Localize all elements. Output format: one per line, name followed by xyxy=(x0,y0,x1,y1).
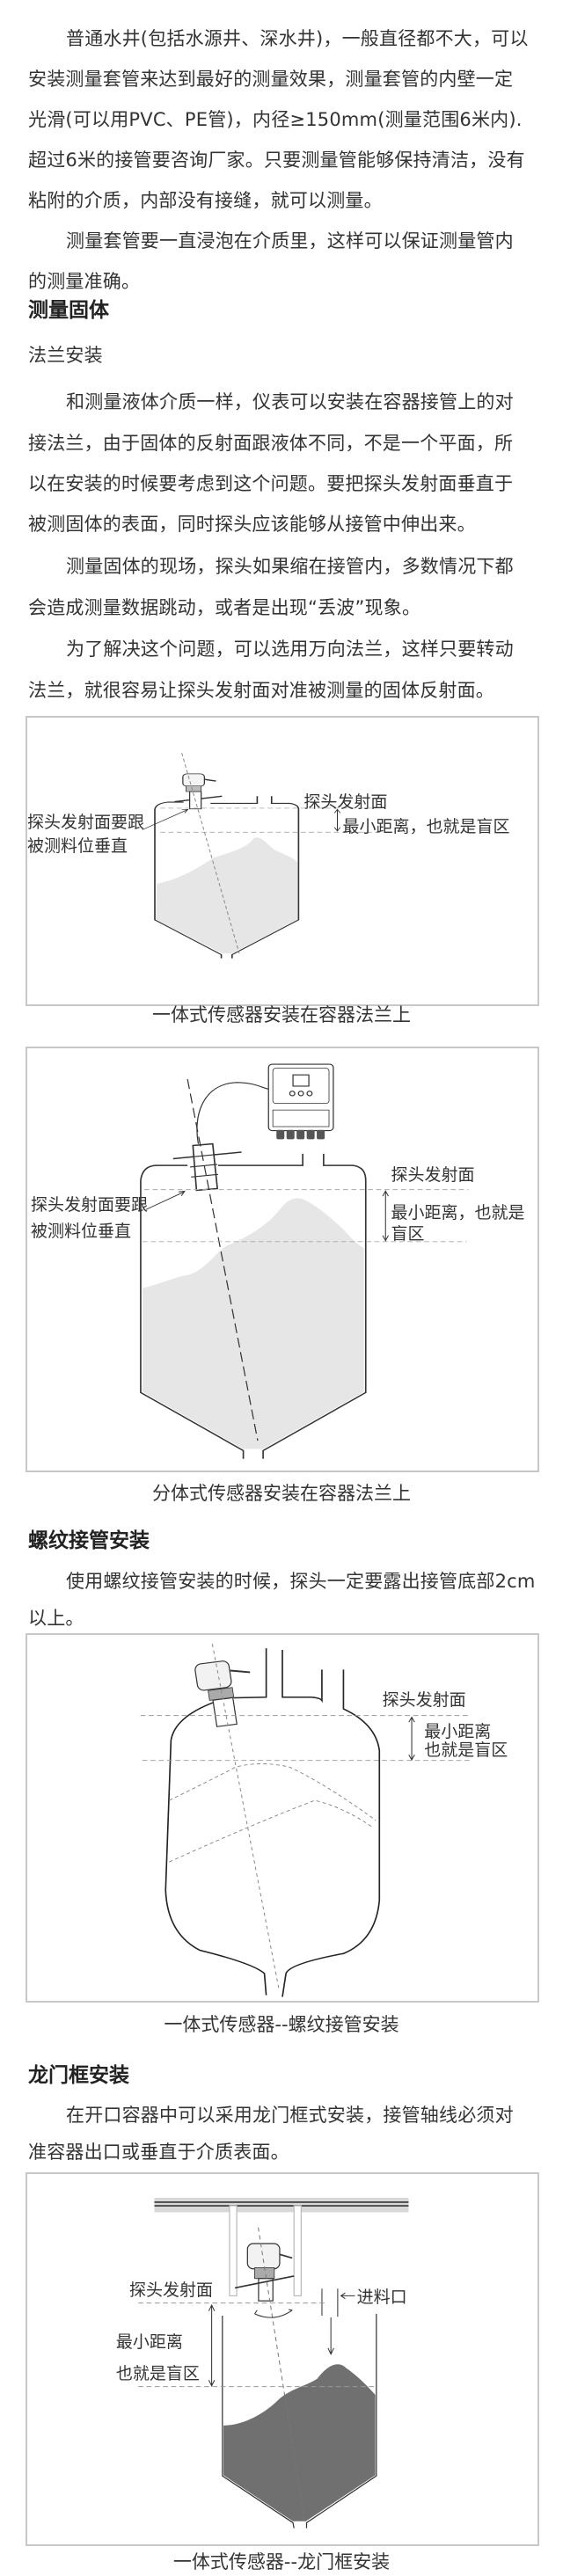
body-line: 在开口容器中可以采用龙门框式安装，接管轴线必须对 xyxy=(66,2105,514,2126)
section-heading-thread: 螺纹接管安装 xyxy=(28,1529,150,1552)
body-line: 以在安装的时候要考虑到这个问题。要把探头发射面垂直于 xyxy=(28,473,514,494)
label-probe-surface: 探头发射面 xyxy=(382,1690,466,1711)
body-line: 接法兰，由于固体的反射面跟液体不同，不是一个平面，所 xyxy=(28,433,514,454)
label-blind-zone: 最小距离 xyxy=(424,1721,492,1741)
body-line: 以上。 xyxy=(28,1608,84,1629)
intro-line: 测量套管要一直浸泡在介质里，这样可以保证测量管内 xyxy=(66,230,514,252)
body-line: 法兰，就很容易让探头发射面对准被测量的固体反射面。 xyxy=(28,680,494,701)
label-blind-zone: 最小距离，也就是盲区 xyxy=(342,817,510,837)
figure-integrated-flange: 探头发射面 最小距离，也就是盲区 探头发射面要跟 被测料位垂直 xyxy=(26,716,539,1006)
intro-line: 光滑(可以用PVC、PE管)，内径≥150mm(测量范围6米内). xyxy=(28,109,523,130)
tank-diagram xyxy=(140,1644,472,1997)
body-line: 被测固体的表面，同时探头应该能够从接管中伸出来。 xyxy=(28,514,476,535)
label-perpendicular: 被测料位垂直 xyxy=(31,1221,132,1241)
body-line: 为了解决这个问题，可以选用万向法兰，这样只要转动 xyxy=(66,639,514,660)
label-inlet: 进料口 xyxy=(356,2288,407,2308)
label-perpendicular: 探头发射面要跟 xyxy=(27,812,145,832)
intro-line: 粘附的介质，内部没有接缝，就可以测量。 xyxy=(28,190,383,211)
body-line: 使用螺纹接管安装的时候，探头一定要露出接管底部2cm xyxy=(66,1571,536,1592)
section-heading-solid: 测量固体 xyxy=(28,299,109,322)
figure-gantry: 探头发射面 进料口 最小距离 也就是盲区 xyxy=(26,2172,539,2546)
subheading-flange: 法兰安装 xyxy=(28,345,103,366)
label-probe-surface: 探头发射面 xyxy=(303,792,388,812)
figure-split-flange: 探头发射面 最小距离，也就是 盲区 探头发射面要跟 被测料位垂直 xyxy=(26,1047,539,1472)
figure-caption: 一体式传感器--龙门框安装 xyxy=(172,2551,391,2572)
tank-diagram xyxy=(138,2198,409,2529)
body-line: 会造成测量数据跳动，或者是出现“丢波”现象。 xyxy=(28,597,421,618)
figure-caption: 一体式传感器安装在容器法兰上 xyxy=(152,1004,411,1025)
figure-thread: 探头发射面 最小距离 也就是盲区 xyxy=(26,1633,539,2003)
tank-diagram xyxy=(142,753,384,959)
label-blind-zone: 盲区 xyxy=(391,1224,425,1244)
section-heading-gantry: 龙门框安装 xyxy=(28,2064,129,2087)
label-blind-zone: 最小距离，也就是 xyxy=(391,1203,525,1223)
intro-line: 超过6米的接管要咨询厂家。只要测量管能够保持清洁，没有 xyxy=(28,150,525,171)
figure-caption: 分体式传感器安装在容器法兰上 xyxy=(152,1483,411,1504)
intro-line: 的测量准确。 xyxy=(28,271,141,292)
body-line: 和测量液体介质一样，仪表可以安装在容器接管上的对 xyxy=(66,391,514,412)
label-blind-zone: 也就是盲区 xyxy=(115,2363,200,2383)
label-probe-surface: 探头发射面 xyxy=(129,2280,214,2300)
body-line: 准容器出口或垂直于介质表面。 xyxy=(28,2142,289,2163)
intro-line: 普通水井(包括水源井、深水井)，一般直径都不大，可以 xyxy=(66,28,529,49)
label-perpendicular: 探头发射面要跟 xyxy=(31,1194,149,1215)
tank-diagram xyxy=(140,1063,469,1459)
label-perpendicular: 被测料位垂直 xyxy=(27,836,128,857)
body-line: 测量固体的现场，探头如果缩在接管内，多数情况下都 xyxy=(66,556,514,577)
intro-line: 安装测量套管来达到最好的测量效果，测量套管的内壁一定 xyxy=(28,69,514,90)
label-blind-zone: 也就是盲区 xyxy=(424,1740,508,1760)
figure-caption: 一体式传感器--螺纹接管安装 xyxy=(164,2014,399,2035)
label-probe-surface: 探头发射面 xyxy=(391,1165,475,1185)
label-blind-zone: 最小距离 xyxy=(115,2332,183,2352)
